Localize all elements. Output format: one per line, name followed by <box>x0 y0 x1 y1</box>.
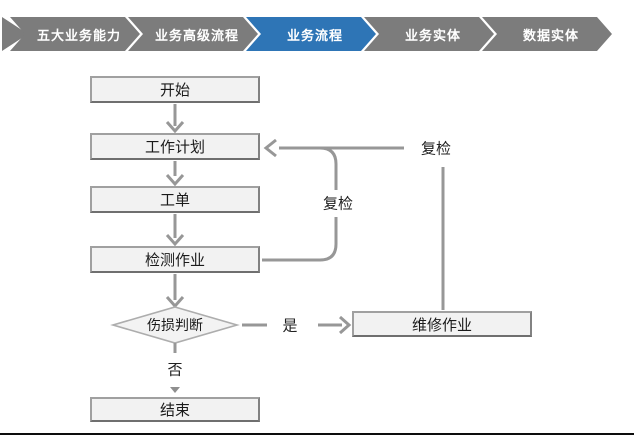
arrowhead-down-icon <box>165 174 185 187</box>
arrowhead-down-icon <box>165 121 185 134</box>
arrowhead-small-down-icon <box>170 387 180 393</box>
node-repair: 维修作业 <box>352 311 532 337</box>
edge-label-no: 否 <box>165 358 185 380</box>
arrowhead-down-icon <box>165 296 185 309</box>
tab-business-highlevel-process[interactable]: 业务高级流程 <box>128 17 258 51</box>
arrowhead-right-icon <box>339 315 352 335</box>
tab-five-business-capabilities[interactable]: 五大业务能力 <box>10 17 140 51</box>
edge-label-recheck-inner: 复检 <box>320 192 356 214</box>
node-damage-decision-label: 伤损判断 <box>147 317 203 333</box>
edge-label-recheck-outer: 复检 <box>418 137 454 159</box>
tab-business-process[interactable]: 业务流程 <box>246 17 376 51</box>
node-end: 结束 <box>90 397 260 422</box>
bottom-divider <box>0 433 634 435</box>
process-step-nav: 五大业务能力 业务高级流程 业务流程 业务实体 数据实体 <box>0 0 634 60</box>
arrowhead-left-icon <box>263 138 277 158</box>
tab-data-entity[interactable]: 数据实体 <box>482 17 612 51</box>
edge-label-yes: 是 <box>280 314 300 336</box>
tab-business-entity[interactable]: 业务实体 <box>364 17 494 51</box>
node-work-plan: 工作计划 <box>90 133 260 160</box>
node-start: 开始 <box>90 76 260 103</box>
node-work-order: 工单 <box>90 186 260 213</box>
edge-recheck-inner-top <box>319 146 338 190</box>
edge-recheck-inner-bottom <box>262 217 338 262</box>
arrowhead-down-icon <box>165 234 185 247</box>
node-inspection: 检测作业 <box>90 246 260 273</box>
